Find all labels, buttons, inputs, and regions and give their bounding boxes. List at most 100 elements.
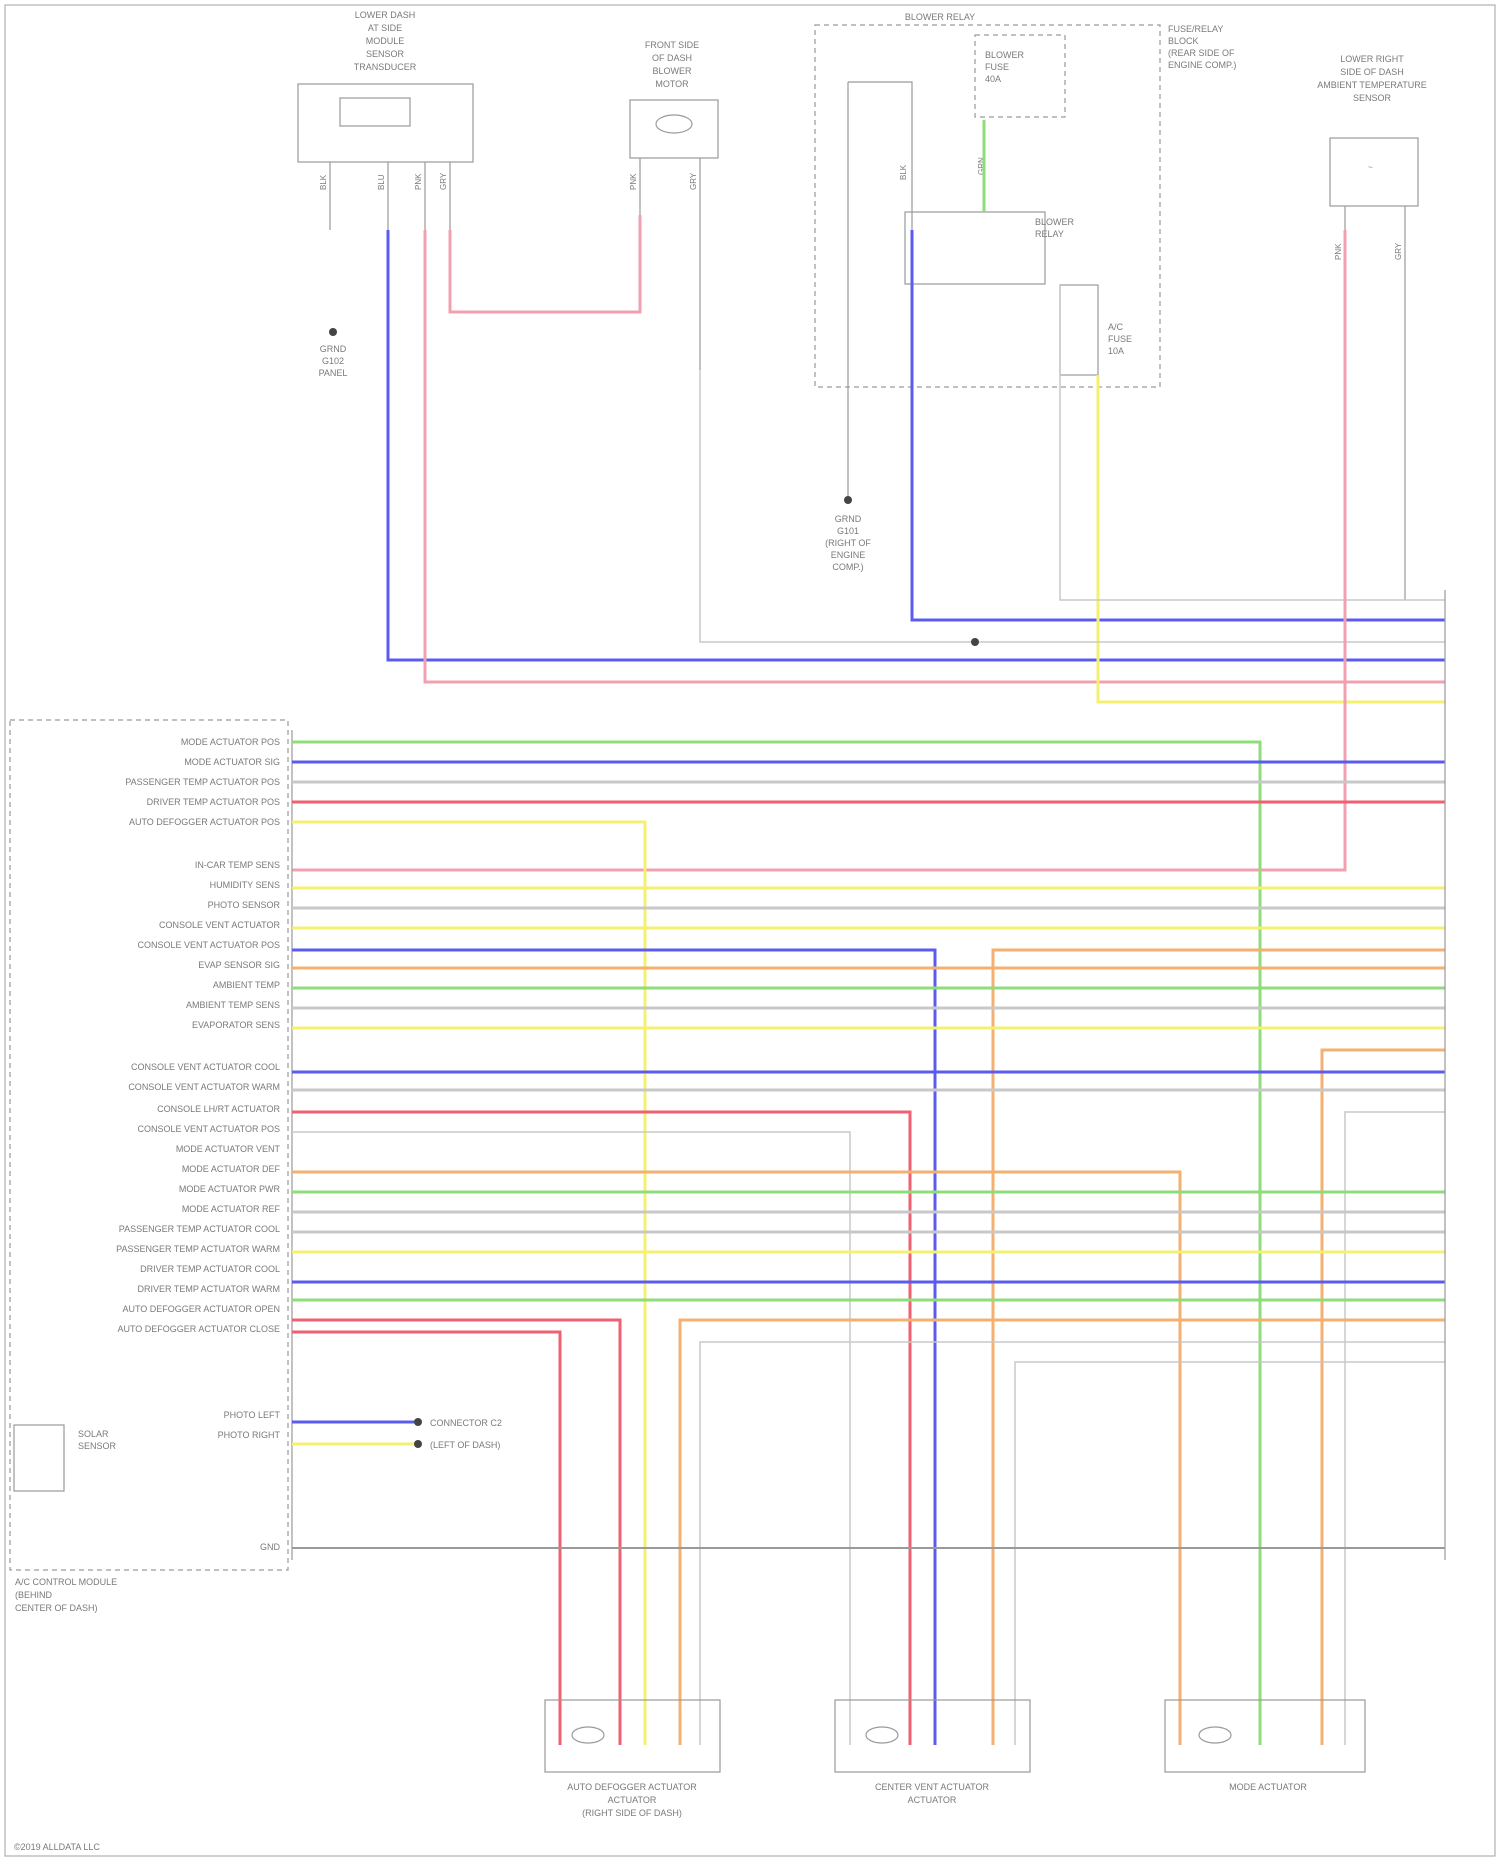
svg-text:PHOTO RIGHT: PHOTO RIGHT: [218, 1430, 281, 1440]
svg-text:MODE ACTUATOR REF: MODE ACTUATOR REF: [182, 1204, 281, 1214]
svg-text:CONSOLE LH/RT ACTUATOR: CONSOLE LH/RT ACTUATOR: [157, 1104, 280, 1114]
actuator-auto-defogger: AUTO DEFOGGER ACTUATOR ACTUATOR (RIGHT S…: [545, 1700, 720, 1818]
svg-text:BLOCK: BLOCK: [1168, 36, 1199, 46]
svg-text:PASSENGER TEMP ACTUATOR COOL: PASSENGER TEMP ACTUATOR COOL: [119, 1224, 280, 1234]
auto-defogger-actuator-label: AUTO DEFOGGER ACTUATOR: [567, 1782, 697, 1792]
photo-sensor-connectors: CONNECTOR C2 (LEFT OF DASH): [414, 1418, 502, 1450]
svg-text:RELAY: RELAY: [1035, 229, 1064, 239]
svg-text:DRIVER TEMP ACTUATOR COOL: DRIVER TEMP ACTUATOR COOL: [140, 1264, 280, 1274]
component-top-fuse-block: BLOWER RELAY BLOWER FUSE 40A FUSE/RELAY …: [815, 12, 1236, 572]
svg-text:BLOWER RELAY: BLOWER RELAY: [905, 12, 975, 22]
actuator-center-vent: CENTER VENT ACTUATOR ACTUATOR: [835, 1700, 1030, 1805]
diagram-frame: [5, 5, 1495, 1856]
svg-text:CENTER OF DASH): CENTER OF DASH): [15, 1603, 98, 1613]
svg-text:(LEFT OF DASH): (LEFT OF DASH): [430, 1440, 500, 1450]
copyright-footer: ©2019 ALLDATA LLC: [14, 1842, 100, 1852]
svg-text:BLK: BLK: [899, 164, 908, 180]
component-top-left: LOWER DASH AT SIDE MODULE SENSOR TRANSDU…: [298, 10, 473, 378]
svg-text:SENSOR: SENSOR: [1353, 93, 1392, 103]
svg-text:AUTO DEFOGGER ACTUATOR POS: AUTO DEFOGGER ACTUATOR POS: [129, 817, 280, 827]
svg-text:A/C: A/C: [1108, 322, 1124, 332]
svg-text:GRY: GRY: [1394, 242, 1403, 260]
ac-control-module-label: A/C CONTROL MODULE: [15, 1577, 117, 1587]
component-top-middle: FRONT SIDE OF DASH BLOWER MOTOR PNK GRY: [629, 40, 718, 370]
top-wires: [292, 120, 1445, 870]
svg-text:CONNECTOR C2: CONNECTOR C2: [430, 1418, 502, 1428]
svg-text:(RIGHT OF: (RIGHT OF: [825, 538, 871, 548]
svg-text:SOLAR: SOLAR: [78, 1429, 109, 1439]
svg-text:PHOTO SENSOR: PHOTO SENSOR: [208, 900, 281, 910]
svg-text:ENGINE: ENGINE: [831, 550, 866, 560]
svg-text:EVAP SENSOR SIG: EVAP SENSOR SIG: [198, 960, 280, 970]
svg-text:AT SIDE: AT SIDE: [368, 23, 402, 33]
svg-text:ACTUATOR: ACTUATOR: [608, 1795, 657, 1805]
svg-text:MODE ACTUATOR PWR: MODE ACTUATOR PWR: [179, 1184, 281, 1194]
svg-text:G102: G102: [322, 356, 344, 366]
mode-actuator-label: MODE ACTUATOR: [1229, 1782, 1307, 1792]
svg-text:FRONT SIDE: FRONT SIDE: [645, 40, 699, 50]
module-pin-labels: MODE ACTUATOR POS MODE ACTUATOR SIG PASS…: [116, 737, 280, 1552]
svg-text:DRIVER TEMP ACTUATOR WARM: DRIVER TEMP ACTUATOR WARM: [137, 1284, 280, 1294]
svg-text:MODE ACTUATOR DEF: MODE ACTUATOR DEF: [182, 1164, 281, 1174]
svg-text:GRY: GRY: [439, 172, 448, 190]
svg-text:(RIGHT SIDE OF DASH): (RIGHT SIDE OF DASH): [582, 1808, 682, 1818]
svg-text:~: ~: [1368, 163, 1373, 172]
svg-text:AMBIENT TEMP SENS: AMBIENT TEMP SENS: [186, 1000, 280, 1010]
svg-text:BLU: BLU: [377, 174, 386, 190]
svg-text:AUTO DEFOGGER ACTUATOR CLOSE: AUTO DEFOGGER ACTUATOR CLOSE: [117, 1324, 280, 1334]
svg-text:BLOWER: BLOWER: [1035, 217, 1075, 227]
svg-text:MOTOR: MOTOR: [655, 79, 689, 89]
svg-text:IN-CAR TEMP SENS: IN-CAR TEMP SENS: [195, 860, 280, 870]
svg-text:FUSE: FUSE: [985, 62, 1009, 72]
svg-text:MODULE: MODULE: [366, 36, 405, 46]
svg-text:GRND: GRND: [320, 344, 347, 354]
svg-text:SENSOR: SENSOR: [78, 1441, 117, 1451]
svg-text:PNK: PNK: [629, 173, 638, 190]
svg-text:AMBIENT TEMP: AMBIENT TEMP: [213, 980, 280, 990]
svg-text:CONSOLE VENT ACTUATOR COOL: CONSOLE VENT ACTUATOR COOL: [131, 1062, 280, 1072]
svg-text:10A: 10A: [1108, 346, 1124, 356]
actuator-mode: MODE ACTUATOR: [1165, 1700, 1365, 1792]
svg-text:COMP.): COMP.): [832, 562, 863, 572]
svg-text:AUTO DEFOGGER ACTUATOR OPEN: AUTO DEFOGGER ACTUATOR OPEN: [122, 1304, 280, 1314]
svg-text:PASSENGER TEMP ACTUATOR WARM: PASSENGER TEMP ACTUATOR WARM: [116, 1244, 280, 1254]
svg-text:LOWER RIGHT: LOWER RIGHT: [1340, 54, 1404, 64]
svg-text:FUSE/RELAY: FUSE/RELAY: [1168, 24, 1223, 34]
svg-text:CONSOLE VENT ACTUATOR POS: CONSOLE VENT ACTUATOR POS: [137, 940, 280, 950]
svg-text:SENSOR: SENSOR: [366, 49, 405, 59]
svg-text:SIDE OF DASH: SIDE OF DASH: [1340, 67, 1404, 77]
svg-text:MODE ACTUATOR POS: MODE ACTUATOR POS: [181, 737, 280, 747]
svg-text:PANEL: PANEL: [319, 368, 348, 378]
svg-text:GND: GND: [260, 1542, 281, 1552]
harness-wires: [292, 742, 1445, 1745]
svg-text:AMBIENT TEMPERATURE: AMBIENT TEMPERATURE: [1317, 80, 1427, 90]
svg-text:GRY: GRY: [689, 172, 698, 190]
svg-text:LOWER DASH: LOWER DASH: [355, 10, 416, 20]
svg-text:PNK: PNK: [1334, 243, 1343, 260]
svg-text:CONSOLE VENT ACTUATOR WARM: CONSOLE VENT ACTUATOR WARM: [128, 1082, 280, 1092]
svg-text:EVAPORATOR SENS: EVAPORATOR SENS: [192, 1020, 280, 1030]
svg-text:MODE ACTUATOR VENT: MODE ACTUATOR VENT: [176, 1144, 281, 1154]
svg-text:ENGINE COMP.): ENGINE COMP.): [1168, 60, 1236, 70]
center-vent-actuator-label: CENTER VENT ACTUATOR: [875, 1782, 990, 1792]
svg-text:GRND: GRND: [835, 514, 862, 524]
svg-text:BLOWER: BLOWER: [652, 66, 692, 76]
svg-text:ACTUATOR: ACTUATOR: [908, 1795, 957, 1805]
svg-text:TRANSDUCER: TRANSDUCER: [354, 62, 417, 72]
svg-text:PHOTO LEFT: PHOTO LEFT: [224, 1410, 281, 1420]
svg-text:BLK: BLK: [319, 174, 328, 190]
svg-text:OF DASH: OF DASH: [652, 53, 692, 63]
svg-text:(REAR SIDE OF: (REAR SIDE OF: [1168, 48, 1235, 58]
svg-text:FUSE: FUSE: [1108, 334, 1132, 344]
svg-text:(BEHIND: (BEHIND: [15, 1590, 53, 1600]
component-top-right-sensor: LOWER RIGHT SIDE OF DASH AMBIENT TEMPERA…: [1317, 54, 1427, 600]
svg-text:CONSOLE VENT ACTUATOR: CONSOLE VENT ACTUATOR: [159, 920, 281, 930]
svg-text:PNK: PNK: [414, 173, 423, 190]
svg-text:PASSENGER TEMP ACTUATOR POS: PASSENGER TEMP ACTUATOR POS: [125, 777, 280, 787]
svg-text:HUMIDITY SENS: HUMIDITY SENS: [210, 880, 280, 890]
svg-text:BLOWER: BLOWER: [985, 50, 1025, 60]
svg-text:40A: 40A: [985, 74, 1001, 84]
svg-text:DRIVER TEMP ACTUATOR POS: DRIVER TEMP ACTUATOR POS: [147, 797, 280, 807]
svg-text:G101: G101: [837, 526, 859, 536]
